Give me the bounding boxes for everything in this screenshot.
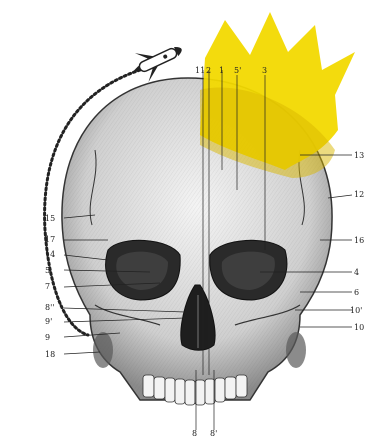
label-left: 5 xyxy=(45,266,50,275)
label-left: 15 xyxy=(45,214,55,223)
label-bottom: 8' xyxy=(210,429,217,438)
label-top: 1 xyxy=(219,66,224,75)
label-right: 10 xyxy=(354,323,364,332)
label-right: 10' xyxy=(350,306,362,315)
label-bottom: 8 xyxy=(192,429,197,438)
label-right: 13 xyxy=(354,151,364,160)
label-right: 4 xyxy=(354,268,359,277)
label-top: 5' xyxy=(234,66,241,75)
label-top: 11 xyxy=(195,66,205,75)
label-right: 12 xyxy=(354,190,364,199)
label-left: 9 xyxy=(45,333,50,342)
label-left: 7 xyxy=(45,282,50,291)
label-left: 14 xyxy=(45,250,55,259)
label-left: 9' xyxy=(45,317,52,326)
label-left: 8'' xyxy=(45,303,55,312)
label-left: 18 xyxy=(45,350,55,359)
label-top: 2 xyxy=(206,66,211,75)
label-left: 17 xyxy=(45,235,55,244)
label-top: 3 xyxy=(262,66,267,75)
label-right: 16 xyxy=(354,236,364,245)
crown-icon xyxy=(200,12,355,178)
label-right: 6 xyxy=(354,288,359,297)
